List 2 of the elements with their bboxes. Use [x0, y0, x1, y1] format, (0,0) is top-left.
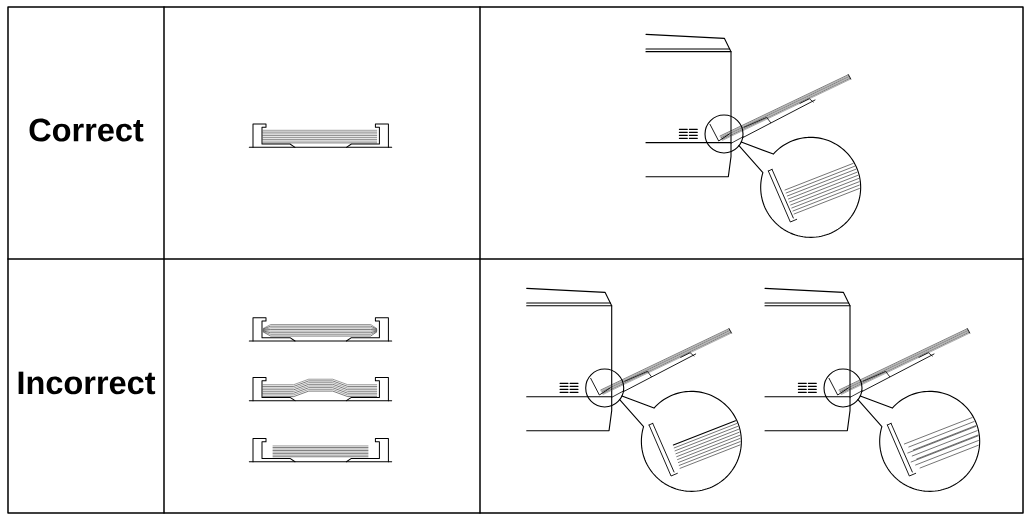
- row-label: Incorrect: [18, 371, 156, 395]
- row-label: Correct: [29, 118, 144, 142]
